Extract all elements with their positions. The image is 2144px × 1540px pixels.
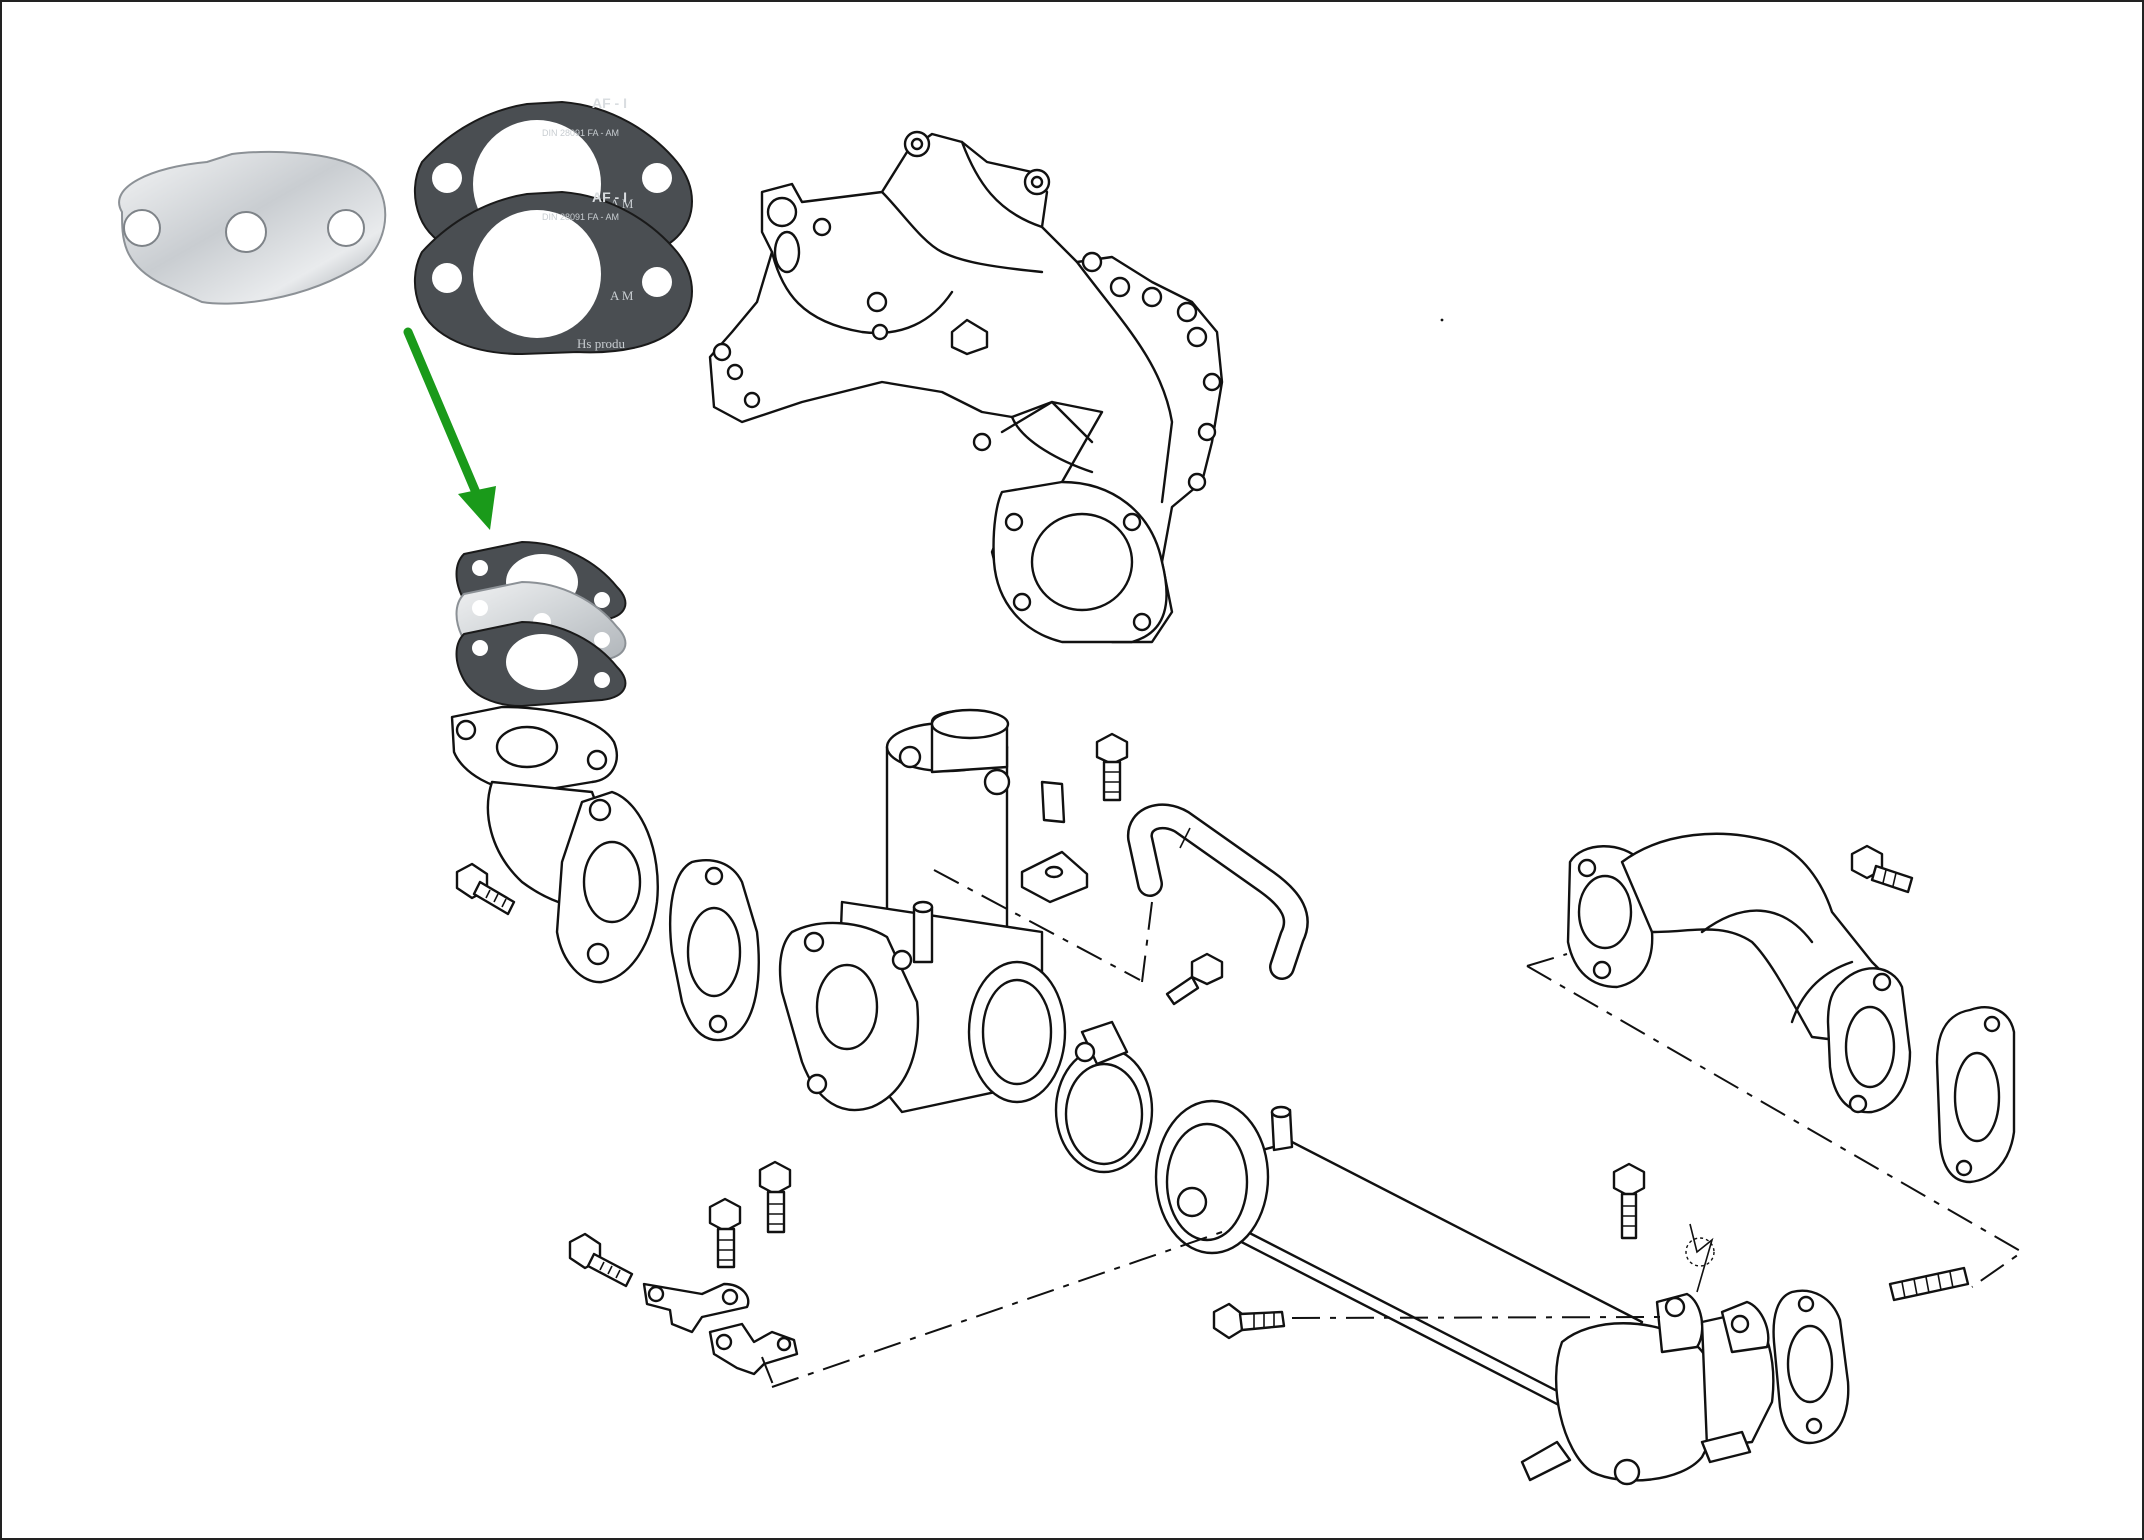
bracket-1	[642, 1282, 750, 1334]
bolt-8	[1612, 1162, 1646, 1240]
intake-manifold	[708, 130, 1224, 644]
flange-gasket-cooler	[1772, 1289, 1850, 1445]
bolt-3	[1165, 952, 1224, 1006]
gasket-lower-print-top: AF - I	[592, 189, 627, 205]
flange-gasket-1	[669, 859, 760, 1042]
gasket-upper-print-din: DIN 28091 FA - AM	[542, 128, 619, 138]
assembly-lines	[761, 869, 2024, 1388]
stud-bolt	[1888, 1266, 1970, 1302]
flange-gasket-right	[1935, 1006, 2016, 1184]
bolt-1	[455, 862, 516, 916]
gasket-lower-print-brand: A M	[610, 288, 634, 303]
gasket-lower: AF - I DIN 28091 FA - AM A M Hs produ	[414, 189, 693, 356]
hose-clamp	[1054, 1020, 1154, 1174]
gasket-lower-print-din: DIN 28091 FA - AM	[542, 212, 619, 222]
egr-cooler	[1154, 1099, 1775, 1486]
stray-dot	[1440, 318, 1444, 322]
gasket-lower-print-footer: Hs produ	[577, 336, 626, 351]
egr-valve	[778, 708, 1089, 1114]
green-arrow-icon	[403, 327, 496, 530]
vacuum-hose	[1127, 803, 1309, 980]
bolt-2	[1095, 732, 1129, 802]
bracket-2	[708, 1322, 799, 1376]
bolt-4	[1850, 844, 1914, 894]
bolt-7	[568, 1232, 634, 1288]
gasket-upper-print-top: AF - I	[592, 95, 627, 111]
egr-outlet-pipe	[1566, 832, 1912, 1114]
gasket-sandwich	[455, 540, 627, 708]
bolt-5	[758, 1160, 792, 1234]
egr-elbow-pipe	[450, 705, 659, 984]
blanking-plate	[118, 150, 387, 305]
bolt-9	[1212, 1302, 1286, 1340]
bolt-6	[708, 1197, 742, 1269]
